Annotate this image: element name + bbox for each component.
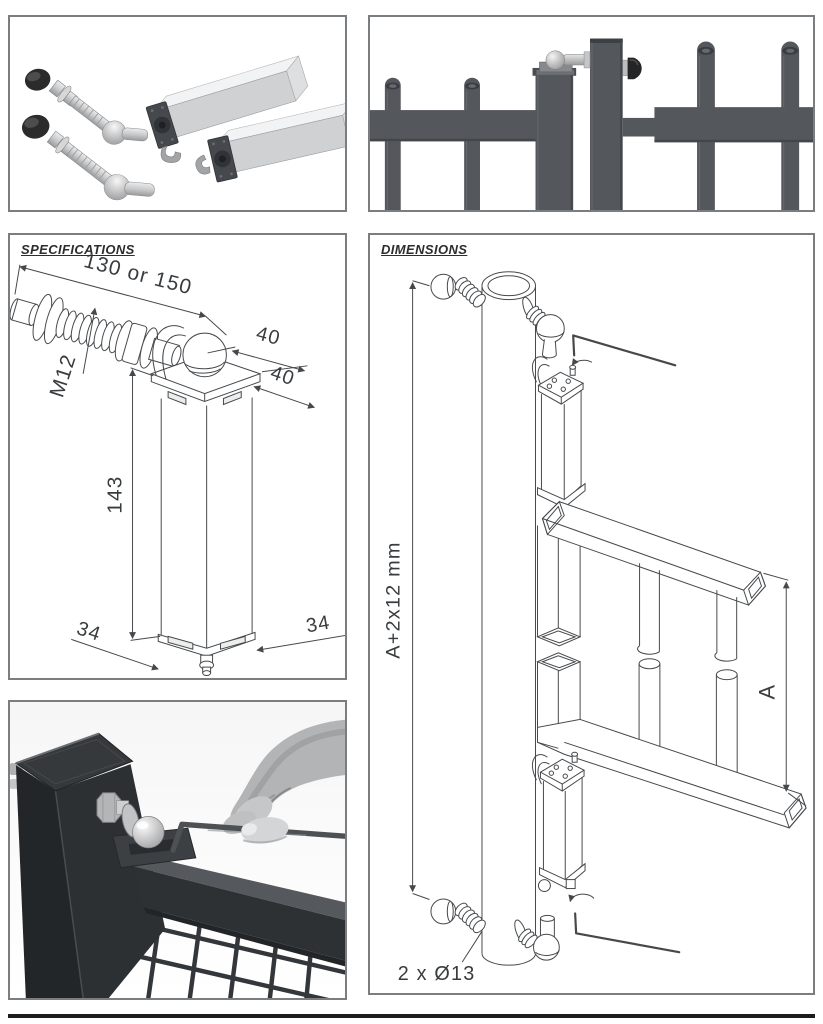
panel-install-photo: [8, 700, 347, 1000]
hinge-parts-photo: [21, 55, 345, 201]
dim-base-right: [256, 635, 345, 653]
label-drill-holes: 2 x Ø13: [398, 963, 476, 985]
dim-bolt-length: [14, 264, 227, 336]
allen-key-top: [571, 334, 677, 367]
label-thread: M12: [45, 351, 80, 400]
dim-base-left: [71, 638, 159, 671]
hinge-end-cap: [627, 57, 642, 80]
hinge-ball: [132, 816, 165, 849]
panel-gate-photo: [368, 15, 815, 212]
label-body-height: 143: [104, 476, 127, 514]
dimensions-drawing: A+2x12 mm A 2 x Ø13: [383, 271, 807, 985]
gate-stile: [532, 67, 577, 210]
panel-parts-photo: [8, 15, 347, 212]
label-plate-width: 40: [268, 362, 298, 391]
dim-body-height: [129, 367, 161, 641]
specifications-drawing: 130 or 150 M12 40 40 143 34 34: [10, 249, 345, 677]
specifications-title: SPECIFICATIONS: [21, 242, 135, 257]
dimensions-title: DIMENSIONS: [381, 242, 468, 257]
gate-frame: [536, 500, 807, 829]
gate-rail: [120, 850, 345, 967]
picket-upper-left: [637, 563, 660, 655]
hinge-washer: [622, 59, 628, 77]
label-plate-depth: 40: [254, 322, 283, 350]
round-post: [481, 271, 537, 966]
bottom-cap-bolt: [430, 898, 486, 934]
hinge-post: [590, 38, 623, 210]
install-photo: [10, 702, 345, 998]
dim-plate-depth: [207, 346, 308, 373]
upper-hinge-body: [531, 356, 586, 515]
gate-illustration: [370, 38, 813, 210]
lower-hinge-body: [531, 751, 586, 893]
keeper-strap: [152, 325, 185, 376]
spec-ball-bolt: [10, 293, 182, 369]
top-ball-joint: [522, 296, 565, 359]
picket-lower-right: [715, 669, 738, 789]
black-cap-top: [24, 68, 51, 91]
picket-upper-right: [714, 590, 738, 662]
dim-gate-height: [763, 572, 807, 807]
label-post-height: A+2x12 mm: [383, 541, 405, 658]
thumb: [241, 817, 289, 844]
footer-rule: [8, 1014, 815, 1018]
gate-rail-connector: [622, 117, 657, 137]
label-gate-height: A: [754, 684, 779, 700]
ball-joint-bolt-top: [48, 79, 149, 145]
hand: [222, 719, 345, 835]
ball-joint-bolt-bottom: [46, 130, 155, 201]
hinge-body-top: [145, 55, 309, 163]
gate-rail-right: [654, 107, 813, 143]
top-cap-bolt: [430, 273, 486, 308]
dim-post-height: [409, 280, 430, 900]
dim-plate-width: [253, 385, 316, 409]
ball-hinge-assembly: [536, 50, 642, 80]
allen-key-bottom: [568, 893, 681, 954]
panel-dimensions: DIMENSIONS: [368, 233, 815, 995]
spec-ball: [182, 332, 227, 378]
fence-pickets-left: [384, 77, 481, 210]
fence-rail-left: [370, 110, 538, 142]
dim-holes-leader: [461, 931, 483, 963]
black-cap-bottom: [21, 114, 50, 139]
label-base-right: 34: [304, 612, 332, 638]
hinge-body-bottom: [195, 100, 345, 183]
bottom-ball-joint: [514, 914, 560, 961]
panel-specifications: SPECIFICATIONS: [8, 233, 347, 680]
dim-thread-leader: [82, 307, 98, 374]
spec-hinge-body: [157, 397, 256, 677]
